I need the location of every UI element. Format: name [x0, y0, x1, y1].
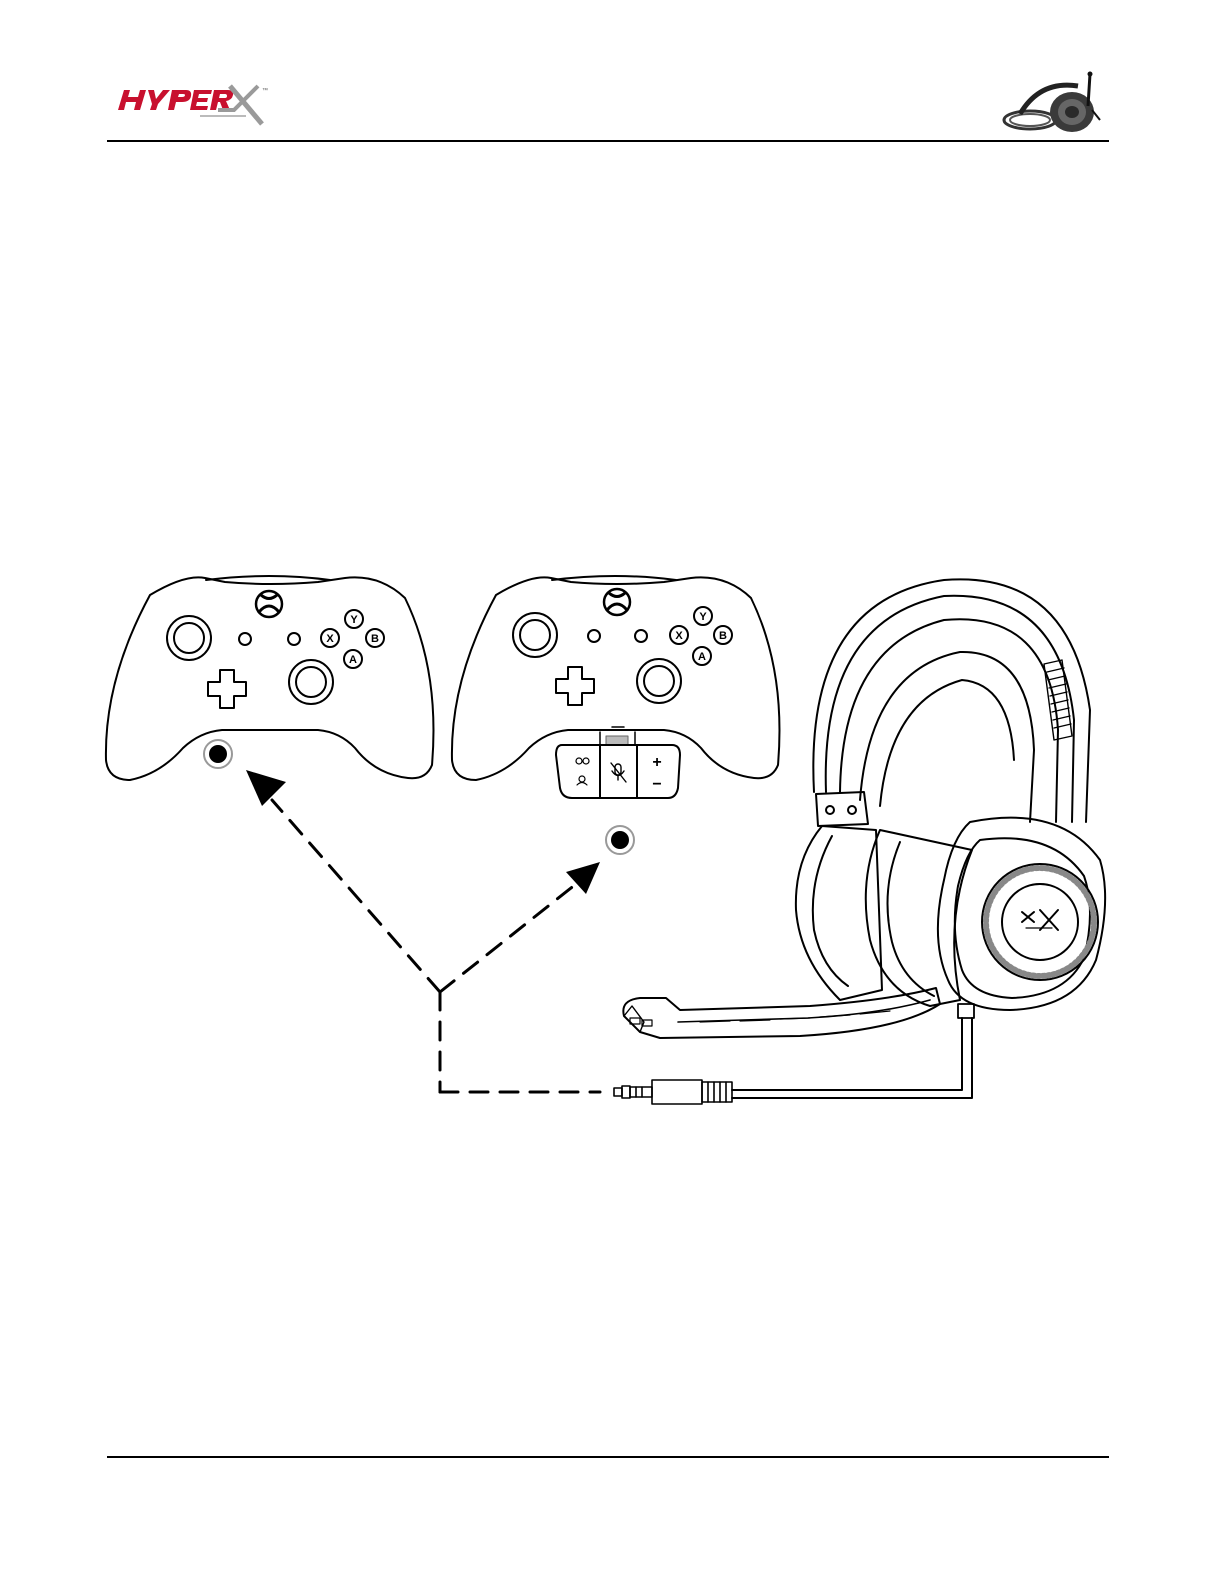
view-button	[588, 630, 600, 642]
volume-down-label: −	[652, 776, 661, 793]
xbox-logo-icon	[256, 591, 282, 617]
mic-mute-icon	[611, 763, 626, 782]
hinge-screw	[826, 806, 834, 814]
face-button-b-label: B	[719, 630, 727, 642]
face-button-y-label: Y	[699, 611, 707, 623]
right-thumbstick	[637, 659, 681, 703]
headset-icon	[1000, 70, 1112, 138]
face-button-a-label: A	[349, 654, 357, 666]
face-button-a: A	[693, 647, 711, 665]
right-earcup-shell	[938, 818, 1105, 1010]
headset-cable	[732, 1018, 962, 1090]
hyperx-emblem-icon	[1022, 910, 1058, 930]
ear-cushion-inner	[888, 842, 935, 996]
face-button-x-label: X	[326, 633, 334, 645]
arrowhead-left	[246, 770, 286, 806]
face-button-b: B	[366, 629, 384, 647]
game-chat-balance-icon	[576, 758, 589, 785]
controller-left-bumper-line	[206, 576, 330, 580]
controller-left: Y X B A	[106, 576, 434, 780]
dpad	[556, 667, 594, 705]
headband-inner	[840, 619, 1058, 822]
xbox-logo-icon	[604, 589, 630, 615]
controller-right: Y X B A	[452, 576, 780, 854]
arrow-to-controller-jack	[272, 800, 440, 992]
menu-button	[635, 630, 647, 642]
face-button-x: X	[321, 629, 339, 647]
header-rule	[107, 140, 1109, 142]
cable-connector	[958, 1004, 974, 1018]
left-thumbstick	[513, 613, 557, 657]
dpad	[208, 670, 246, 708]
earcup-grille	[982, 864, 1098, 980]
left-thumbstick	[167, 616, 211, 660]
3.5mm-plug-icon	[614, 1080, 732, 1104]
headband-mid	[826, 596, 1074, 822]
boom-microphone	[623, 988, 940, 1038]
face-button-a-label: A	[698, 651, 706, 663]
svg-text:™: ™	[262, 87, 268, 94]
volume-up-label: +	[652, 754, 661, 771]
face-button-x: X	[670, 626, 688, 644]
stereo-headset-adapter: + −	[556, 727, 680, 798]
hyperx-logo: ™	[118, 78, 268, 130]
arrow-to-adapter-jack	[440, 884, 576, 992]
face-button-y-label: Y	[350, 614, 358, 626]
connection-arrows	[272, 800, 600, 1092]
controller-right-body	[452, 577, 780, 780]
controller-right-bumper-line	[552, 576, 676, 580]
left-earcup-inner	[813, 836, 848, 986]
face-button-x-label: X	[675, 630, 683, 642]
face-button-b-label: B	[371, 633, 379, 645]
connection-diagram: Y X B A	[0, 560, 1224, 1130]
adapter-audio-jack	[606, 826, 634, 854]
headband-pad-inner	[880, 680, 1014, 806]
face-button-a: A	[344, 650, 362, 668]
right-thumbstick	[289, 660, 333, 704]
face-button-y: Y	[694, 607, 712, 625]
page-header: ™	[0, 0, 1224, 150]
face-button-b: B	[714, 626, 732, 644]
menu-button	[288, 633, 300, 645]
hyperx-logo-graphic: ™	[118, 78, 268, 130]
headset-illustration	[623, 579, 1105, 1038]
controller-left-audio-jack	[204, 740, 232, 768]
headband-pad	[860, 652, 1034, 822]
hinge-screw	[848, 806, 856, 814]
footer-rule	[107, 1456, 1109, 1458]
controller-left-body	[106, 577, 434, 780]
face-button-y: Y	[345, 610, 363, 628]
left-earcup	[796, 826, 882, 1000]
view-button	[239, 633, 251, 645]
